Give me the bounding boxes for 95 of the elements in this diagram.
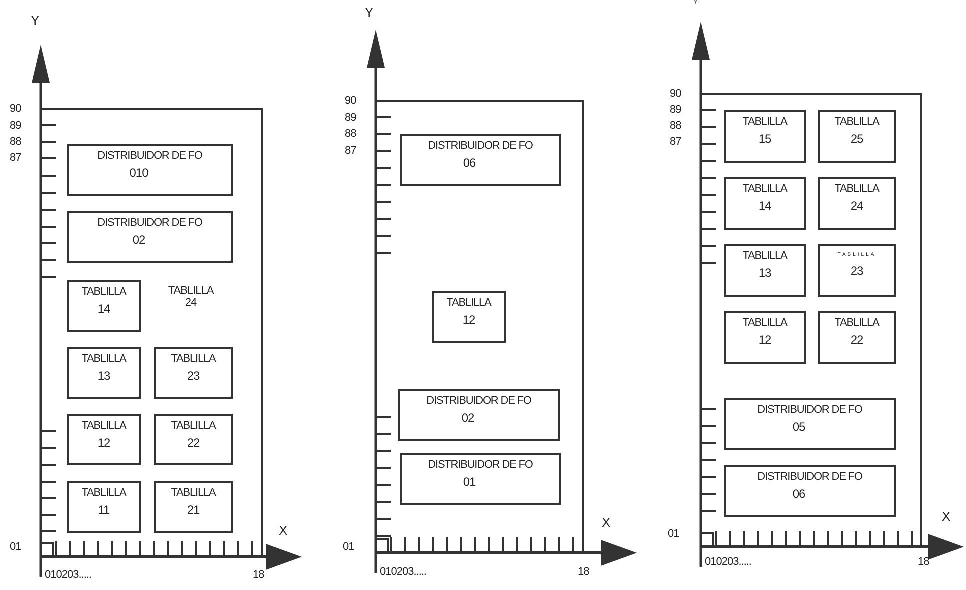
terminal-board-box xyxy=(818,244,896,297)
terminal-board-box xyxy=(818,110,896,163)
box-title: TABLILLA xyxy=(834,183,880,196)
box-number: 02 xyxy=(462,410,474,427)
distributor-box xyxy=(724,465,896,517)
axis-label: 010203..... xyxy=(705,556,752,568)
terminal-board-box xyxy=(818,311,896,364)
box-number: 13 xyxy=(758,265,772,282)
box-title: TABLILLA xyxy=(171,353,216,366)
box-title: TABLILLA xyxy=(742,183,788,196)
axis-label: 010203..... xyxy=(45,569,92,582)
distributor-box xyxy=(398,389,560,441)
box-title: DISTRIBUIDOR DE FO xyxy=(758,404,862,417)
axis-label: 90 xyxy=(10,103,22,116)
box-number: 02 xyxy=(132,232,146,249)
axis-label: Y xyxy=(31,14,40,28)
axis-label: 01 xyxy=(343,541,354,554)
axis-label: 87 xyxy=(670,136,682,148)
box-number: 14 xyxy=(98,301,110,318)
terminal-board-box xyxy=(154,481,233,533)
distributor-box xyxy=(724,398,896,450)
distributor-box xyxy=(400,453,561,505)
box-number: 12 xyxy=(462,312,476,329)
box-number: 22 xyxy=(187,435,200,452)
terminal-board-box xyxy=(67,347,141,399)
box-title: TABLILLA xyxy=(171,420,216,433)
terminal-board-box xyxy=(154,347,233,399)
box-number: 22 xyxy=(850,332,864,349)
axis-label: X xyxy=(602,516,610,530)
box-title: TABLILLA xyxy=(742,317,788,330)
axis-label: 89 xyxy=(10,120,22,132)
box-number: 23 xyxy=(850,263,864,280)
terminal-board-box xyxy=(67,280,141,332)
terminal-board-box xyxy=(724,177,806,230)
box-number: 12 xyxy=(98,435,110,452)
terminal-board-box xyxy=(154,414,233,465)
box-title: TABLILLA xyxy=(834,116,880,129)
box-title: TABLILLA xyxy=(82,420,126,433)
axis-label: 90 xyxy=(345,95,356,108)
axis-label: 88 xyxy=(10,136,22,148)
box-title: TABLILLA xyxy=(834,317,880,330)
box-title: DISTRIBUIDOR DE FO xyxy=(426,395,532,408)
axis-label: 01 xyxy=(668,528,680,540)
axis-label: 88 xyxy=(345,128,356,140)
box-number: 12 xyxy=(758,332,772,349)
box-number: 06 xyxy=(792,486,806,503)
box-title: TABLILLA xyxy=(82,353,126,366)
axis-label: 18 xyxy=(578,566,590,578)
axis-label: 89 xyxy=(345,112,356,124)
box-title: DISTRIBUIDOR DE FO xyxy=(428,459,533,472)
box-title: TABLILLA xyxy=(742,116,788,129)
box-title: TABLILLA xyxy=(171,487,216,500)
box-title: DISTRIBUIDOR DE FO xyxy=(428,140,533,153)
axis-label: 01 xyxy=(10,541,22,554)
distributor-box xyxy=(67,144,233,196)
axis-label: 89 xyxy=(670,104,682,116)
box-title: TABLILLA xyxy=(82,286,126,299)
box-number: 25 xyxy=(850,131,864,148)
axis-label: X xyxy=(942,510,950,524)
axis-label: 87 xyxy=(345,145,356,158)
terminal-board-box xyxy=(432,291,506,343)
axis-label: 88 xyxy=(670,120,682,132)
box-number: 05 xyxy=(792,419,806,436)
box-number: 13 xyxy=(98,368,110,385)
box-title: DISTRIBUIDOR DE FO xyxy=(98,217,202,230)
axis-label: 18 xyxy=(918,556,930,568)
terminal-board-box xyxy=(724,244,806,297)
box-number: 11 xyxy=(98,502,110,519)
box-number: 010 xyxy=(130,165,148,182)
box-number: 21 xyxy=(187,502,200,519)
box-title: TABLILLA xyxy=(742,250,788,263)
terminal-board-box xyxy=(67,481,141,533)
box-title: TABLILLA xyxy=(446,297,492,310)
box-number: 14 xyxy=(758,198,772,215)
terminal-board-box xyxy=(818,177,896,230)
terminal-board-box xyxy=(67,414,141,465)
axis-label: 90 xyxy=(670,88,682,100)
axis-label: Y xyxy=(365,6,374,20)
terminal-board-box xyxy=(724,110,806,163)
axis-label: X xyxy=(279,524,288,538)
axis-label: 87 xyxy=(10,152,22,164)
distributor-box xyxy=(67,211,233,263)
axis-label: TABLILLA 24 xyxy=(167,285,215,310)
box-title: DISTRIBUIDOR DE FO xyxy=(758,471,862,484)
box-number: 23 xyxy=(187,368,200,385)
box-number: 15 xyxy=(758,131,772,148)
box-number: 24 xyxy=(850,198,864,215)
axis-label: 010203..... xyxy=(380,566,426,578)
box-number: 01 xyxy=(463,474,476,491)
distributor-box xyxy=(400,134,561,186)
box-title: TABLILLA xyxy=(82,487,126,500)
box-title: DISTRIBUIDOR DE FO xyxy=(98,150,202,163)
axis-label: 18 xyxy=(253,569,264,582)
terminal-board-box xyxy=(724,311,806,364)
box-number: 06 xyxy=(463,155,476,172)
